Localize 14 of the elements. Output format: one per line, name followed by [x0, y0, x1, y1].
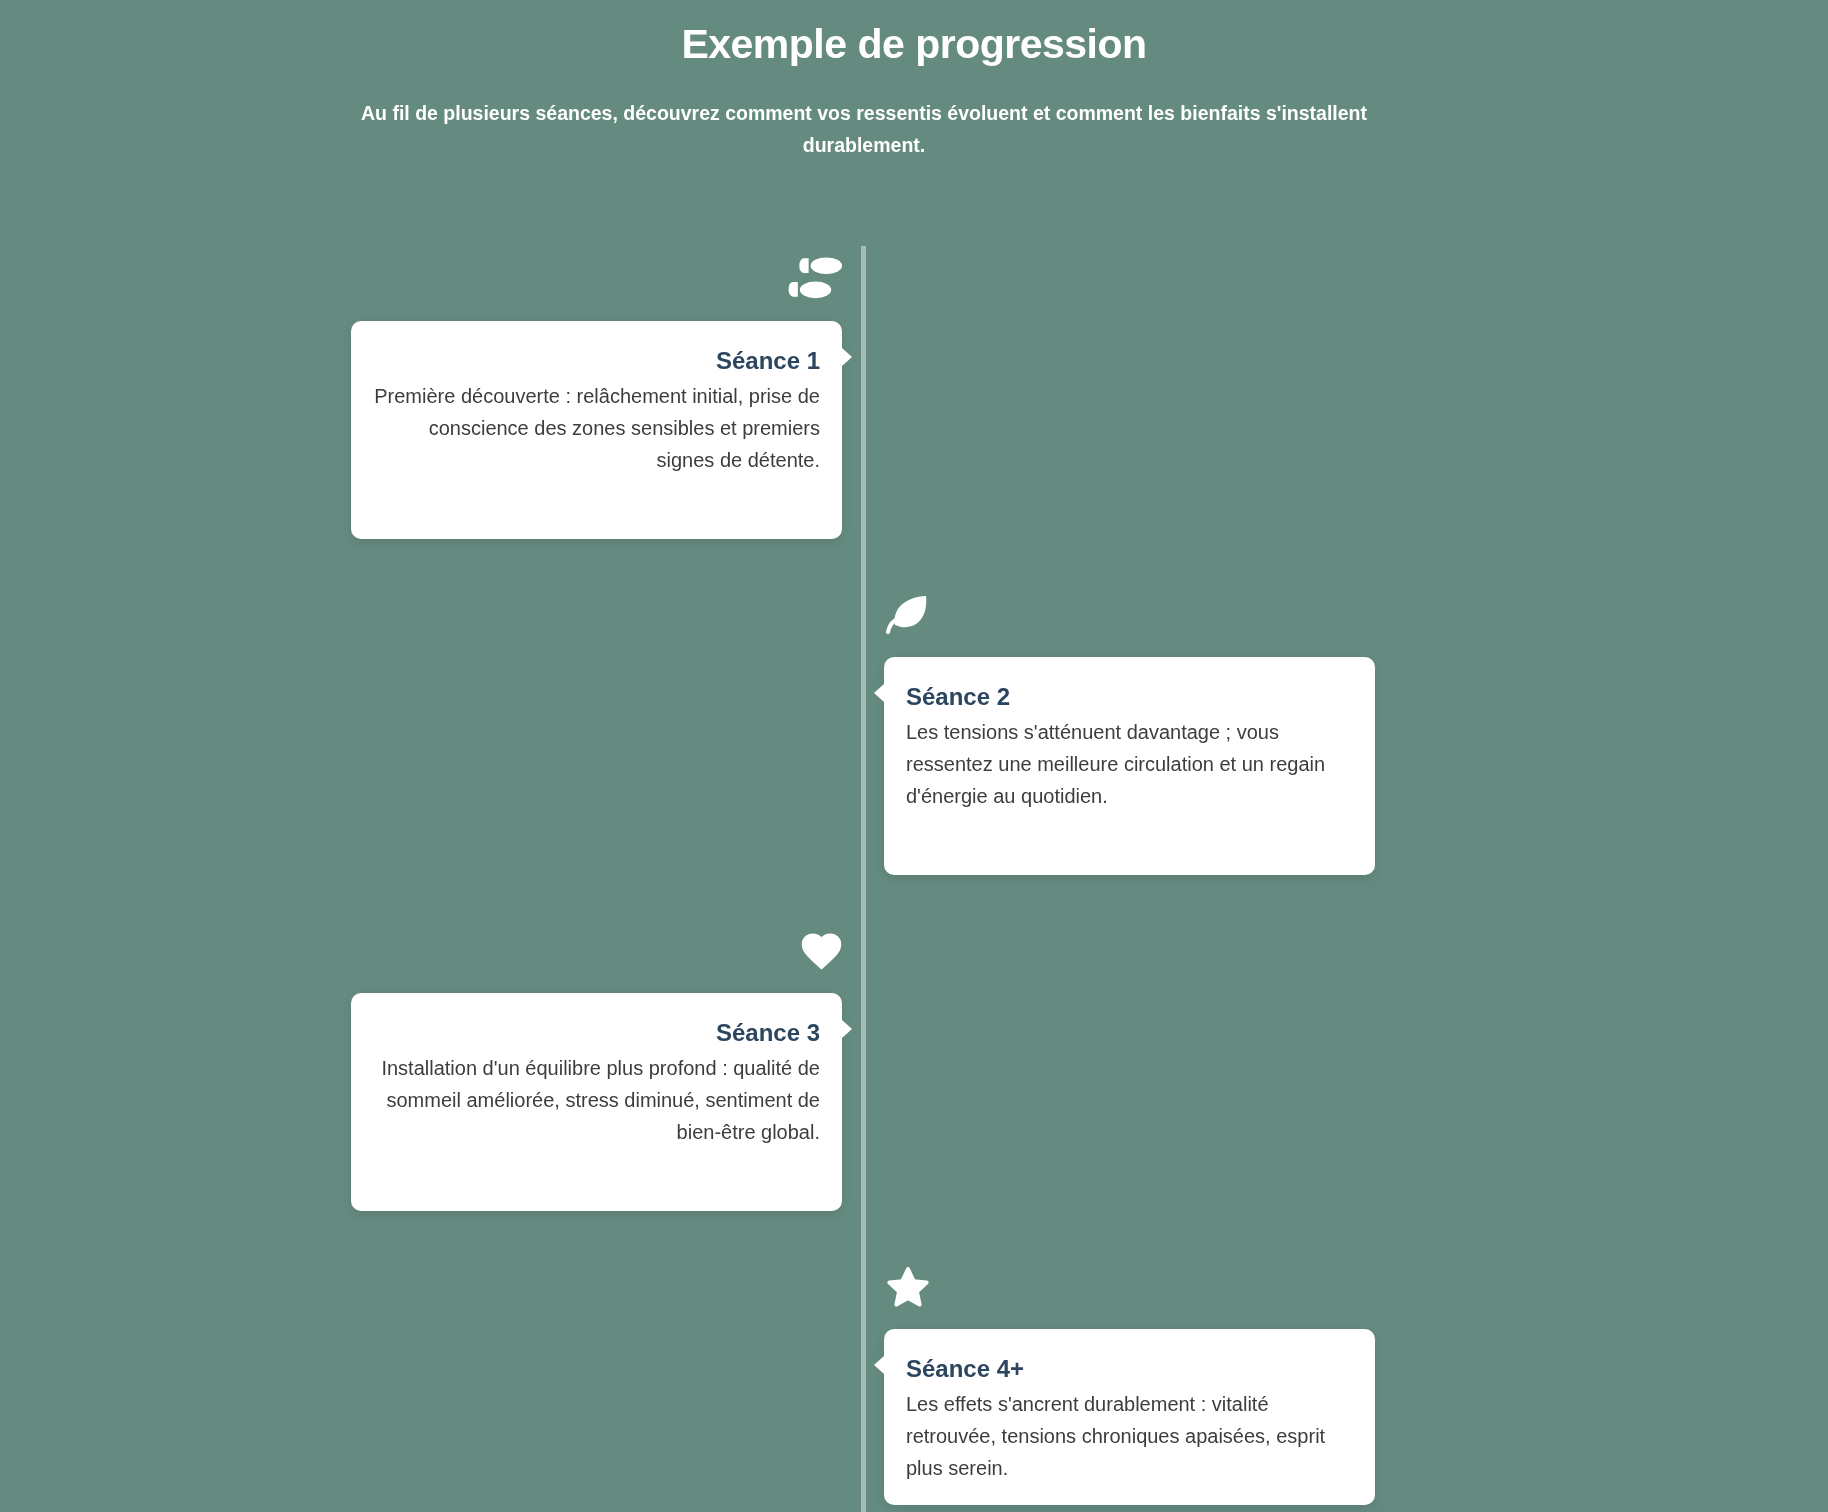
- subtitle: Au fil de plusieurs séances, découvrez comment vos ressentis évoluent et comment les bienfaits s'installent durablement.: [361, 102, 1367, 156]
- session-card: [351, 993, 842, 1211]
- card-description: Première découverte : relâchement initial, prise de conscience des zones sensibles et premiers signes de détente.: [373, 384, 820, 473]
- card-heading: Séance 1: [714, 346, 820, 376]
- card-heading: Séance 2: [906, 682, 1012, 712]
- session-card: [884, 1329, 1375, 1505]
- card-description: Les tensions s'atténuent davantage ; vous ressentez une meilleure circulation et un regain d'énergie au quotidien.: [906, 720, 1327, 809]
- card-description: Les effets s'ancrent durablement : vitalité retrouvée, tensions chroniques apaisées, esprit plus serein.: [906, 1392, 1327, 1481]
- card-heading: Séance 3: [714, 1018, 820, 1048]
- card-description: Installation d'un équilibre plus profond : qualité de sommeil améliorée, stress diminué, sentiment de bien-être global.: [380, 1056, 820, 1145]
- session-card: [884, 657, 1375, 875]
- session-card: [351, 321, 842, 539]
- card-heading: Séance 4+: [906, 1354, 1026, 1384]
- title: Exemple de progression: [681, 20, 1147, 69]
